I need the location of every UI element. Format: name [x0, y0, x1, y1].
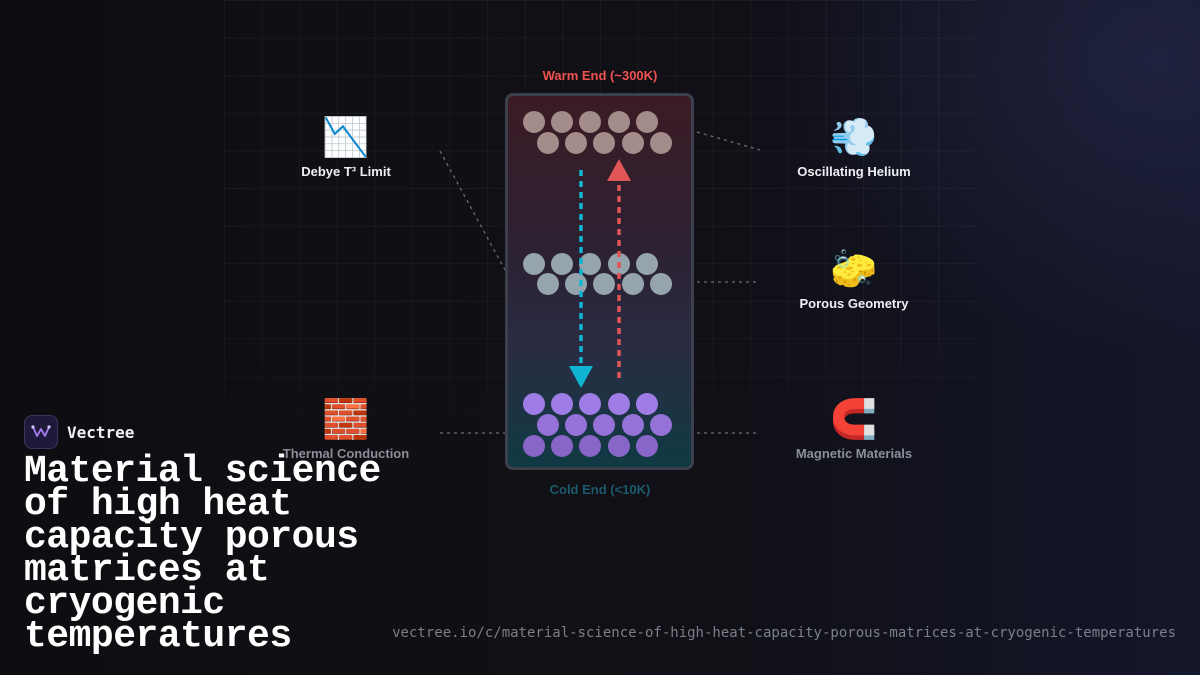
node-helium-label: Oscillating Helium — [797, 164, 911, 179]
node-porous-label: Porous Geometry — [799, 296, 909, 311]
node-magnetic: 🧲 Magnetic Materials — [764, 398, 944, 461]
cold-particle-layer — [523, 393, 672, 457]
node-magnetic-label: Magnetic Materials — [795, 446, 913, 461]
warm-flow-arrow — [607, 159, 631, 378]
warm-particle-layer — [523, 111, 672, 154]
sponge-icon: 🧽 — [830, 249, 878, 291]
chart-decreasing-icon: 📉 — [322, 117, 370, 159]
brick-icon: 🧱 — [322, 399, 370, 441]
mid-particle-layer — [523, 253, 672, 295]
node-porous: 🧽 Porous Geometry — [764, 248, 944, 311]
node-helium: 💨 Oscillating Helium — [764, 116, 944, 179]
magnet-icon: 🧲 — [830, 399, 878, 441]
vectree-logo-icon — [24, 415, 58, 449]
warm-end-label: Warm End (~300K) — [542, 68, 658, 83]
cold-flow-arrow — [569, 170, 593, 388]
brand-name: Vectree — [67, 422, 135, 442]
node-thermal-label: Thermal Conduction — [282, 446, 410, 461]
node-debye-label: Debye T³ Limit — [301, 164, 391, 179]
connector-debye — [439, 150, 506, 271]
dash-wind-icon: 💨 — [830, 117, 878, 159]
brand[interactable]: Vectree — [24, 415, 134, 449]
cold-end-label: Cold End (<10K) — [549, 482, 651, 497]
page-url[interactable]: vectree.io/c/material-science-of-high-he… — [392, 625, 1176, 641]
page-title: Material science of high heat capacity p… — [24, 450, 381, 658]
node-debye: 📉 Debye T³ Limit — [256, 116, 436, 179]
node-thermal: 🧱 Thermal Conduction — [256, 398, 436, 461]
